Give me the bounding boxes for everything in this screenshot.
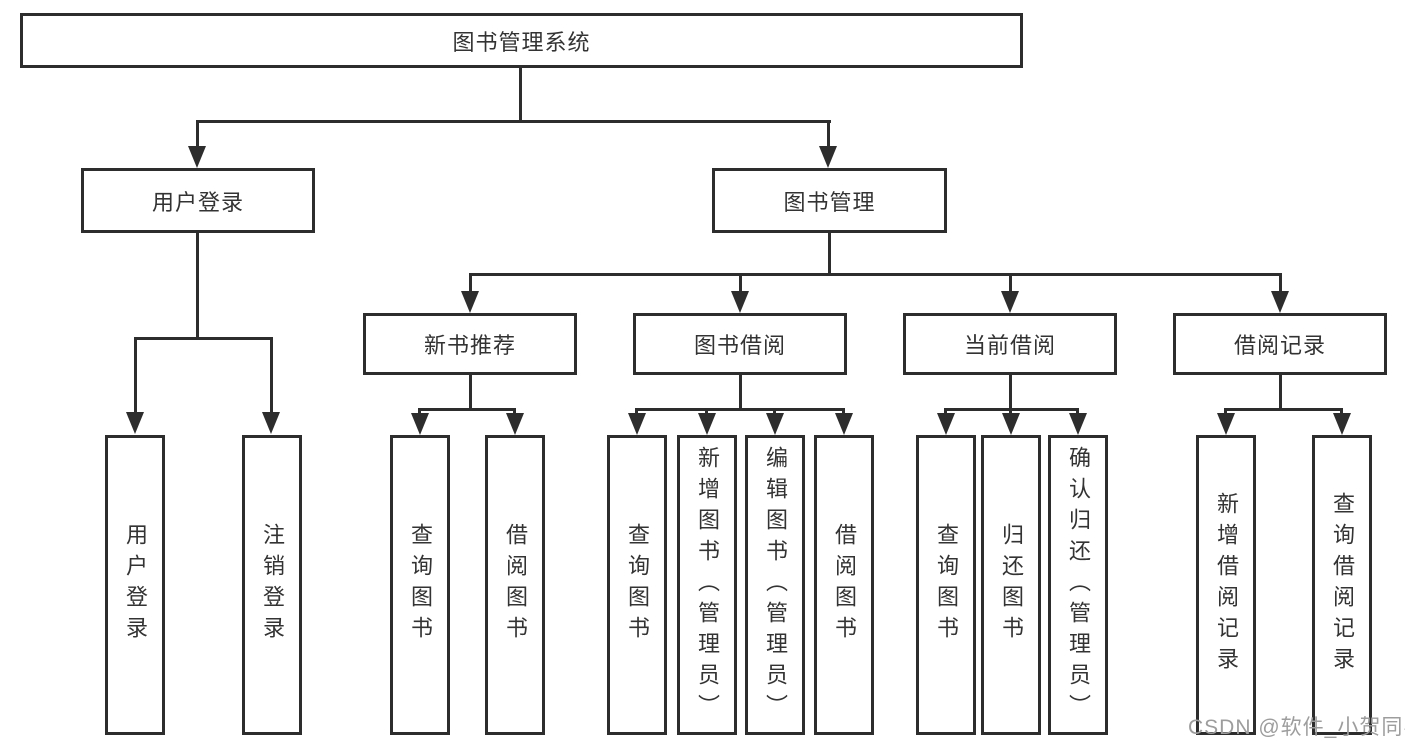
connector (635, 408, 845, 411)
arrowhead-icon (506, 413, 524, 435)
arrowhead-icon (766, 413, 784, 435)
node-query-books-borrow: 查询图书 (607, 435, 667, 735)
connector (739, 375, 742, 408)
connector (469, 273, 472, 293)
connector (1009, 375, 1012, 408)
node-user-login-leaf: 用户登录 (105, 435, 165, 735)
arrowhead-icon (698, 413, 716, 435)
connector (134, 337, 273, 340)
arrowhead-icon (1271, 291, 1289, 313)
connector (635, 408, 638, 415)
arrowhead-icon (1002, 413, 1020, 435)
connector (1224, 408, 1227, 415)
node-book-management: 图书管理 (712, 168, 947, 233)
arrowhead-icon (461, 291, 479, 313)
connector (1076, 408, 1079, 415)
connector (1279, 375, 1282, 408)
node-return-books: 归还图书 (981, 435, 1041, 735)
connector (469, 375, 472, 408)
connector (469, 273, 1282, 276)
arrowhead-icon (126, 412, 144, 434)
arrowhead-icon (819, 146, 837, 168)
csdn-watermark: CSDN @软件_小贺同学 (1188, 716, 1405, 739)
connector (418, 408, 516, 411)
arrowhead-icon (1001, 291, 1019, 313)
connector (828, 233, 831, 273)
arrowhead-icon (188, 146, 206, 168)
arrowhead-icon (1069, 413, 1087, 435)
arrowhead-icon (628, 413, 646, 435)
node-current-borrowing: 当前借阅 (903, 313, 1117, 375)
node-query-books-recommend: 查询图书 (390, 435, 450, 735)
arrowhead-icon (411, 413, 429, 435)
arrowhead-icon (937, 413, 955, 435)
node-edit-books-admin: 编辑图书（管理员） (745, 435, 805, 735)
connector (134, 337, 137, 413)
arrowhead-icon (1217, 413, 1235, 435)
connector (1340, 408, 1343, 415)
connector (1224, 408, 1343, 411)
connector (418, 408, 421, 415)
node-book-borrowing: 图书借阅 (633, 313, 847, 375)
node-user-login: 用户登录 (81, 168, 315, 233)
connector (773, 408, 776, 415)
arrowhead-icon (835, 413, 853, 435)
connector (196, 120, 831, 123)
node-borrow-books-recommend: 借阅图书 (485, 435, 545, 735)
node-add-borrow-record: 新增借阅记录 (1196, 435, 1256, 735)
connector (944, 408, 947, 415)
arrowhead-icon (731, 291, 749, 313)
connector (513, 408, 516, 415)
connector (270, 337, 273, 413)
connector (842, 408, 845, 415)
node-logout: 注销登录 (242, 435, 302, 735)
connector (1279, 273, 1282, 293)
node-query-books-current: 查询图书 (916, 435, 976, 735)
connector (196, 120, 199, 148)
node-borrow-books: 借阅图书 (814, 435, 874, 735)
connector (196, 233, 199, 337)
connector (1009, 273, 1012, 293)
connector (1009, 408, 1012, 415)
node-add-books-admin: 新增图书（管理员） (677, 435, 737, 735)
connector (519, 68, 522, 120)
node-confirm-return-admin: 确认归还（管理员） (1048, 435, 1108, 735)
connector (739, 273, 742, 293)
node-borrowing-records: 借阅记录 (1173, 313, 1387, 375)
node-query-borrow-record: 查询借阅记录 (1312, 435, 1372, 735)
connector (827, 120, 830, 148)
node-new-book-recommendation: 新书推荐 (363, 313, 577, 375)
node-library-management-system: 图书管理系统 (20, 13, 1023, 68)
connector (705, 408, 708, 415)
arrowhead-icon (262, 412, 280, 434)
arrowhead-icon (1333, 413, 1351, 435)
